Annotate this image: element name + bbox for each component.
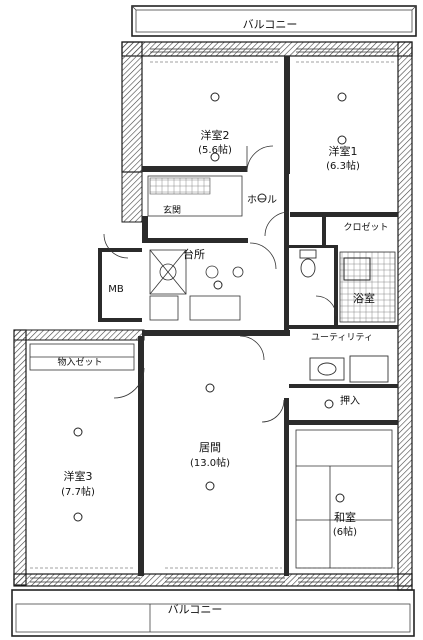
japanese-name: 和室 [334, 510, 356, 524]
hall-name: ホール [247, 194, 277, 206]
storage-name: MB [108, 284, 124, 295]
western1-name: 洋室1 [329, 144, 358, 158]
living-size: (13.0帖) [190, 456, 230, 469]
top-balcony-label: バルコニー [243, 18, 298, 31]
toilet-fixture [299, 249, 317, 278]
kitchen-name: 台所 [183, 247, 205, 261]
curtain-rails [30, 61, 395, 569]
oshiire-name: 押入 [340, 394, 360, 407]
door-swings [103, 145, 337, 423]
entrance-shoe-box [149, 177, 211, 195]
bathroom-floor [339, 251, 396, 323]
outer-walls [13, 41, 413, 591]
western3-size: (7.7帖) [61, 485, 95, 498]
ceiling-lights [73, 92, 347, 522]
kitchen-fixtures [149, 249, 244, 321]
western3-name: 洋室3 [64, 469, 93, 483]
washbasin [309, 355, 389, 383]
western2-size: (5.6帖) [198, 143, 232, 156]
top-windows [150, 48, 395, 53]
room-labels: 洋室2 (5.6帖) 洋室1 (6.3帖) ホール 台所 クロゼット 浴室 ユー… [57, 128, 388, 538]
western1-size: (6.3帖) [326, 159, 360, 172]
closet-name: クロゼット [343, 221, 388, 233]
bathtub [343, 257, 371, 281]
wall-closet-name: 物入ゼット [57, 356, 102, 368]
entrance-area [147, 175, 243, 217]
interior-walls [98, 56, 398, 576]
utility-name: ユーティリティ [311, 332, 373, 343]
western3-closet [29, 343, 135, 371]
western2-name: 洋室2 [201, 128, 230, 142]
bath-name: 浴室 [353, 291, 375, 305]
top-balcony: バルコニー [131, 5, 417, 37]
bottom-balcony: バルコニー [11, 589, 415, 637]
bottom-windows [30, 577, 395, 583]
entrance-name: 玄関 [163, 204, 181, 216]
bottom-balcony-label: バルコニー [168, 603, 223, 616]
living-name: 居間 [199, 441, 221, 454]
japanese-size: (6帖) [333, 525, 357, 538]
